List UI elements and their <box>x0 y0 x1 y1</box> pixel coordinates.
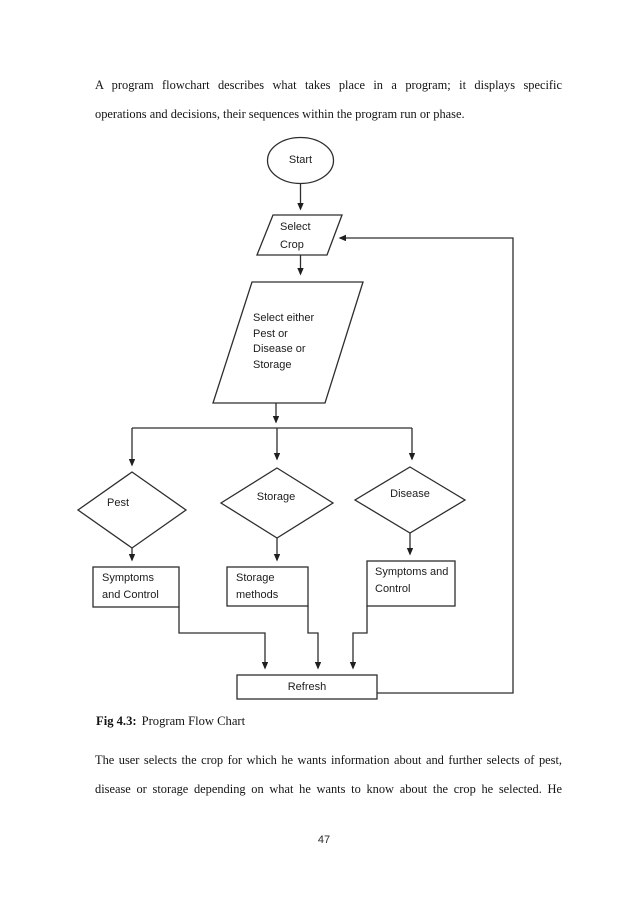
disease-node-label: Disease <box>390 488 430 500</box>
select-crop-parallelogram-shape <box>256 214 343 256</box>
intro-paragraph-line-1: A program flowchart describes what takes… <box>95 78 562 92</box>
intro-paragraph: A program flowchart describes what takes… <box>95 71 562 129</box>
pest-node-label: Pest <box>106 497 129 509</box>
flow-shapes <box>76 136 467 700</box>
closing-paragraph-line-1: The user selects the crop for which he w… <box>95 753 562 767</box>
closing-paragraph: The user selects the crop for which he w… <box>95 746 562 804</box>
symptoms-control-right-node-label: Symptoms and Control <box>375 566 449 595</box>
storage-methods-node-label: Storage methods <box>236 572 279 601</box>
connector-symptoms-left-to-refresh <box>178 607 269 670</box>
connector-methods-to-refresh <box>307 606 322 670</box>
symptoms-control-right-box-shape <box>366 560 456 607</box>
refresh-box-shape <box>236 674 378 700</box>
connector-refresh-feedback-loop <box>338 234 514 694</box>
select-either-parallelogram-shape <box>212 281 364 404</box>
refresh-node-label: Refresh <box>287 681 327 693</box>
connector-symptoms-right-to-refresh <box>349 606 368 670</box>
figure-caption-title: Program Flow Chart <box>141 714 246 728</box>
flow-connectors <box>128 183 514 694</box>
disease-decision-shape <box>353 466 467 534</box>
select-crop-node-label: Select Crop <box>280 221 311 251</box>
figure-caption: Fig 4.3: Program Flow Chart <box>96 709 245 733</box>
storage-decision-shape <box>219 467 335 539</box>
pest-decision-shape <box>76 471 188 549</box>
symptoms-control-left-box-shape <box>92 566 180 608</box>
figure-caption-number: Fig 4.3: <box>96 714 137 728</box>
storage-node-label: Storage <box>256 491 296 503</box>
page-number: 47 <box>317 834 331 846</box>
start-node-label: Start <box>288 154 313 166</box>
intro-paragraph-line-2: operations and decisions, their sequence… <box>95 107 465 121</box>
start-terminator-shape <box>266 136 335 185</box>
closing-paragraph-line-2: disease or storage depending on what he … <box>95 782 562 796</box>
select-either-node-label: Select either Pest or Disease or Storage <box>253 312 315 371</box>
storage-methods-box-shape <box>226 566 309 607</box>
symptoms-control-left-node-label: Symptoms and Control <box>102 572 159 601</box>
